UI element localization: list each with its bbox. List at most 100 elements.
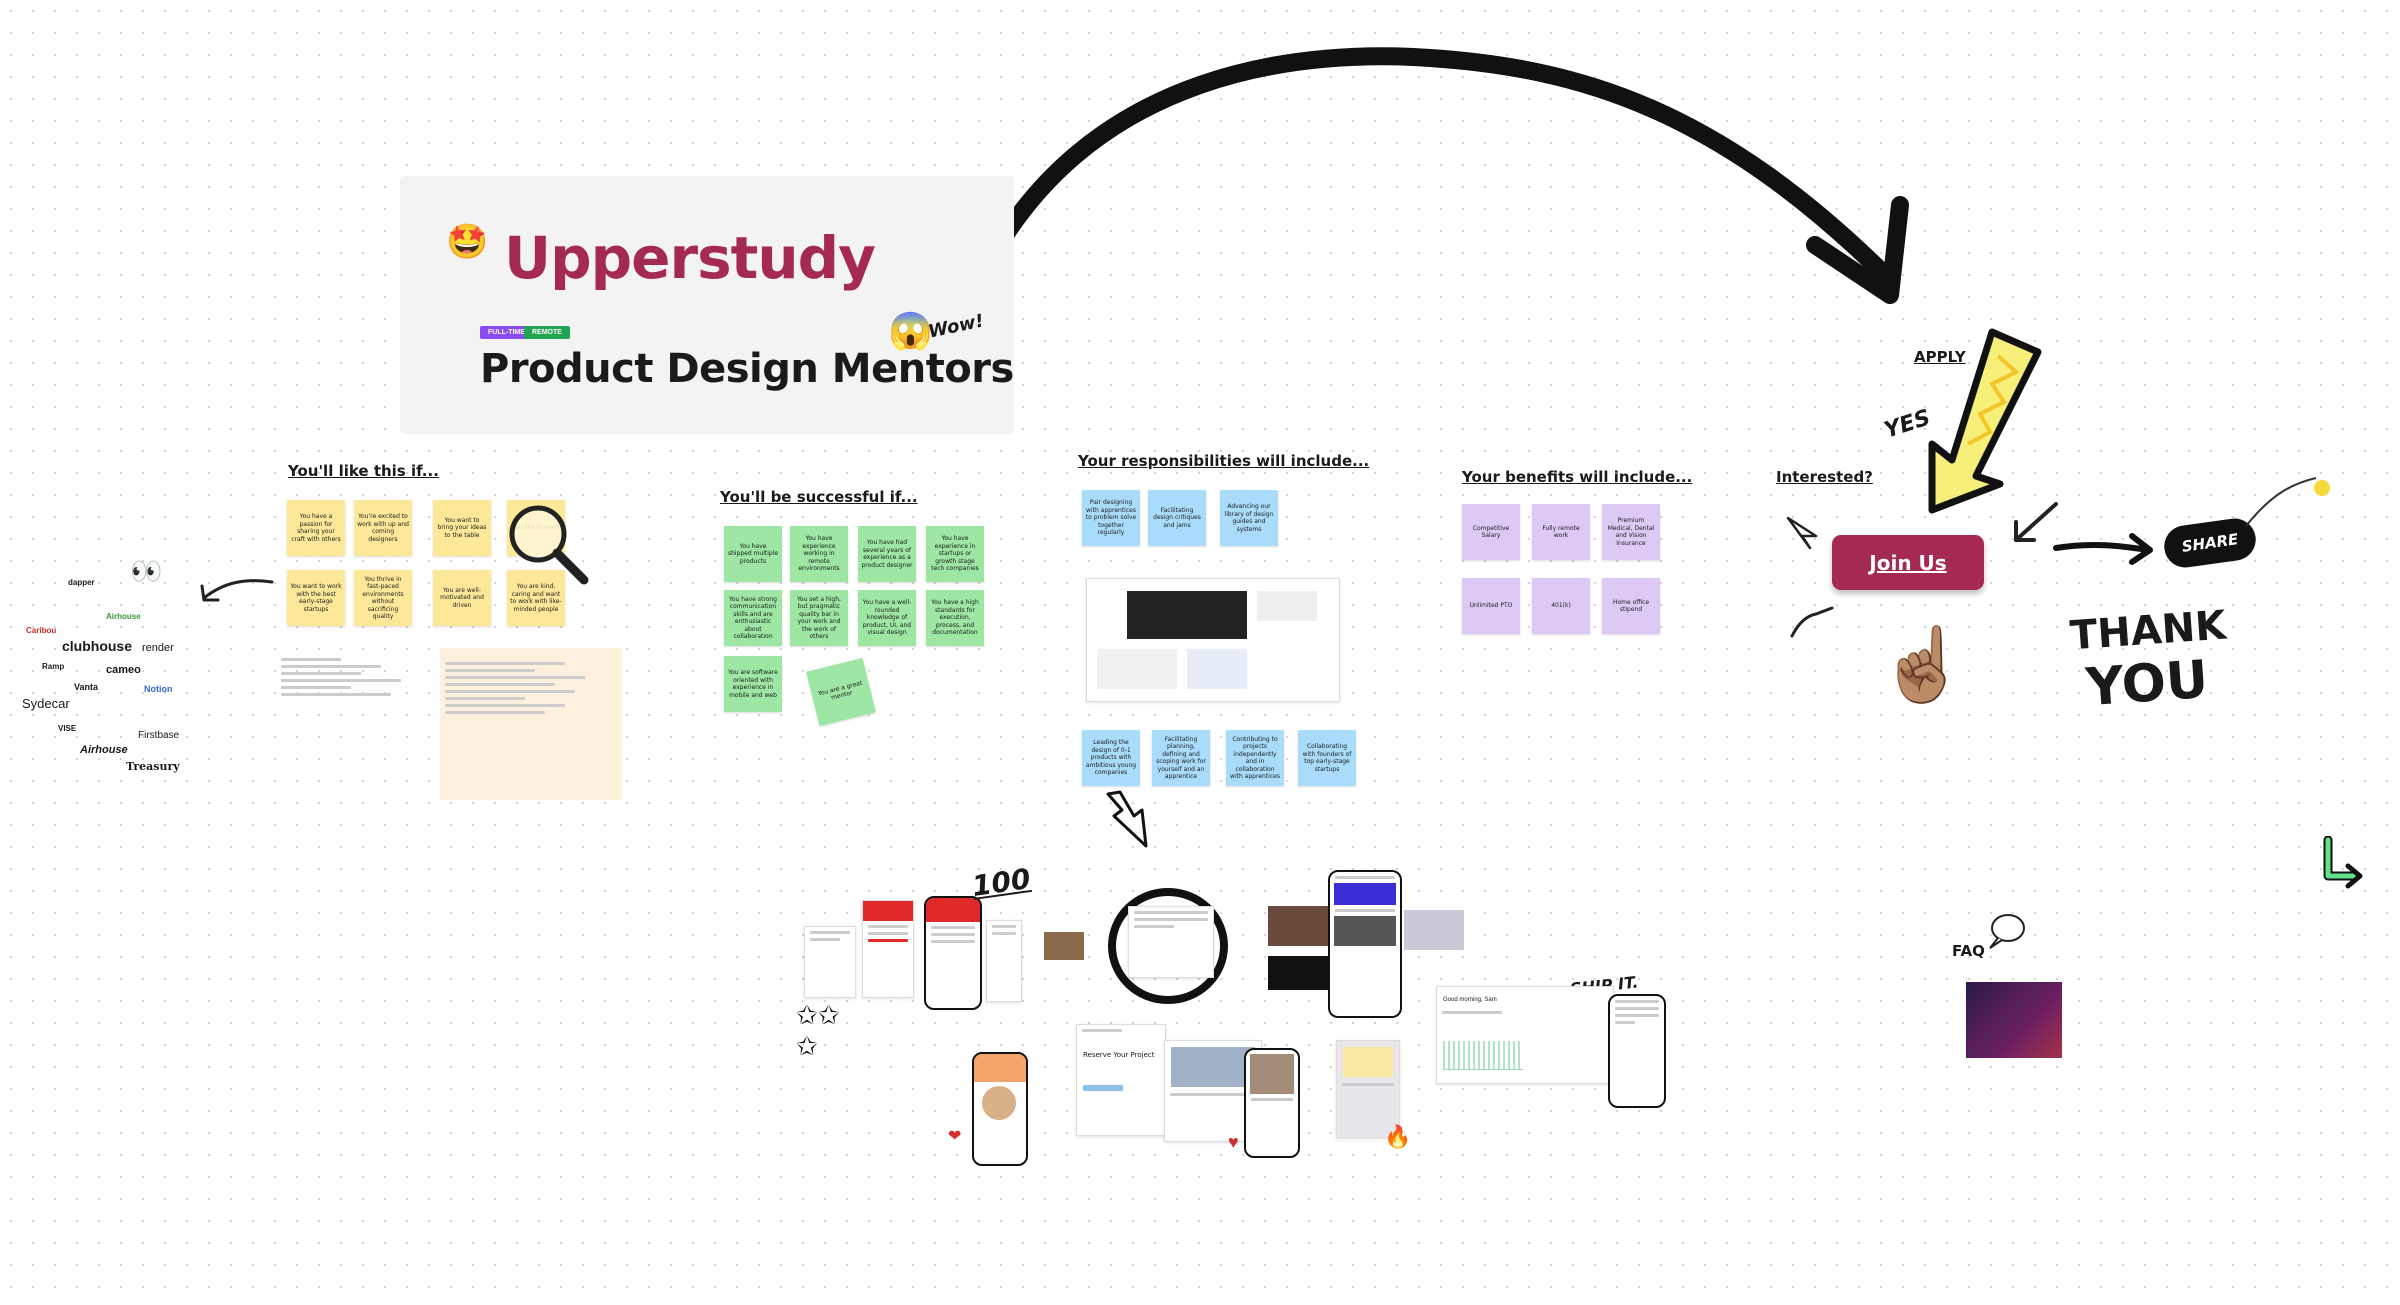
big-curved-arrow-icon: [966, 47, 1909, 304]
left-arrow-icon: [200, 579, 274, 602]
sticky-note[interactable]: You want to bring your ideas to the tabl…: [433, 500, 491, 556]
tag-full-time: FULL-TIME: [480, 326, 533, 339]
customer-logos: dapper Caribou Airhouse clubhouse render…: [0, 570, 200, 780]
sticky-note[interactable]: Fully remote work: [1532, 504, 1590, 560]
sticky-note[interactable]: Facilitating planning, defining and scop…: [1152, 730, 1210, 786]
faq-video-thumbnail[interactable]: [1966, 982, 2062, 1058]
section-heading-responsibilities: Your responsibilities will include...: [1078, 452, 1370, 470]
right-arrow-icon: [2053, 533, 2153, 565]
work-screenshot: [1128, 906, 1214, 978]
circle-doodle-icon: [1108, 888, 1228, 1004]
sticky-note[interactable]: You have had several years of experience…: [858, 526, 916, 582]
work-image: [1268, 906, 1328, 946]
speech-bubble-icon: [1989, 914, 2025, 949]
page-title: Product Design Mentors: [480, 346, 1014, 392]
small-arrow-icon: [2014, 502, 2058, 542]
section-heading-benefits: Your benefits will include...: [1462, 468, 1693, 486]
sticky-note[interactable]: You're excited to work with up and comin…: [354, 500, 412, 556]
apply-label: APPLY: [1914, 348, 1966, 366]
logo: dapper: [68, 578, 95, 587]
work-screenshot: [1336, 1040, 1400, 1138]
design-files-collage: [1086, 578, 1340, 702]
share-arrow-icon: [2245, 477, 2317, 527]
logo: Sydecar: [22, 696, 70, 711]
sticky-note[interactable]: You have strong communication skills and…: [724, 590, 782, 646]
chat-screenshots: [276, 654, 436, 754]
logo: render: [142, 642, 174, 654]
reserve-title: Reserve Your Project: [1083, 1051, 1155, 1059]
sticky-note[interactable]: You are software oriented with experienc…: [724, 656, 782, 712]
work-screenshot: Reserve Your Project: [1076, 1024, 1166, 1136]
phone-mockup: [972, 1052, 1028, 1166]
star-struck-emoji-icon: 🤩: [446, 223, 489, 261]
sticky-note[interactable]: You set a high, but pragmatic quality ba…: [790, 590, 848, 646]
logo: VISE: [58, 724, 77, 733]
screaming-face-emoji-icon: 😱: [888, 310, 933, 351]
dashboard-screenshot: Good morning, Sam: [1436, 986, 1614, 1084]
sticky-note[interactable]: Unlimited PTO: [1462, 578, 1520, 634]
thank-you-line2: YOU: [2084, 649, 2211, 719]
sticky-note[interactable]: Premium Medical, Dental and Vision Insur…: [1602, 504, 1660, 560]
join-us-button[interactable]: Join Us: [1832, 535, 1984, 590]
sticky-note[interactable]: You have experience in startups or growt…: [926, 526, 984, 582]
phone-mockup: [1328, 870, 1402, 1018]
sticky-note[interactable]: You thrive in fast-paced environments wi…: [354, 570, 412, 626]
magnifier-icon: [509, 505, 589, 585]
sticky-note[interactable]: Facilitating design critiques and jams: [1148, 490, 1206, 546]
work-showcase: 100 ✩✩✩ SHIP IT. ❤ Reserve Your Project …: [796, 860, 1680, 1180]
tag-remote: REMOTE: [524, 326, 570, 339]
lightning-arrow-icon: [1928, 328, 2042, 514]
work-screenshot: [862, 900, 914, 998]
stars-doodle-icon: ✩✩✩: [796, 1000, 840, 1061]
pointer-arrow-icon: [1786, 516, 1818, 550]
work-screenshot: [804, 926, 856, 998]
sticky-note[interactable]: You have shipped multiple products: [724, 526, 782, 582]
sticky-note[interactable]: You are well-motivated and driven: [433, 570, 491, 626]
sticky-note[interactable]: 401(k): [1532, 578, 1590, 634]
sticky-note[interactable]: You have a high standards for execution,…: [926, 590, 984, 646]
logo: Firstbase: [138, 730, 180, 741]
phone-mockup: [1608, 994, 1666, 1108]
logo: Ramp: [42, 662, 65, 671]
heart-doodle-icon: ♥: [1228, 1132, 1239, 1152]
work-image: [1268, 956, 1328, 990]
sticky-note[interactable]: You are kind, caring and want to work wi…: [507, 570, 565, 626]
sticky-note[interactable]: You have experience working in remote en…: [790, 526, 848, 582]
section-heading-interested: Interested?: [1776, 468, 1873, 486]
sticky-note[interactable]: You have a passion for sharing your craf…: [287, 500, 345, 556]
sticky-note[interactable]: Contributing to projects independently a…: [1226, 730, 1284, 786]
logo: Vanta: [74, 682, 99, 692]
down-arrow-icon: [1106, 790, 1148, 848]
logo: cameo: [106, 664, 141, 676]
sticky-note[interactable]: You are a great mentor: [806, 657, 876, 727]
work-image: [1044, 932, 1084, 960]
sticky-note[interactable]: Advancing our library of design guides a…: [1220, 490, 1278, 546]
logo: Airhouse: [80, 744, 128, 756]
work-screenshot: [986, 920, 1022, 1002]
sticky-note[interactable]: Competitive Salary: [1462, 504, 1520, 560]
logo: Caribou: [26, 626, 57, 635]
logo: Treasury: [126, 760, 180, 773]
phone-mockup: [1244, 1048, 1300, 1158]
logo: Airhouse: [106, 612, 141, 621]
faq-label: FAQ: [1952, 942, 1985, 960]
yellow-dot-icon: [2314, 480, 2330, 496]
work-image: [1404, 910, 1464, 950]
fire-emoji-icon: 🔥: [1384, 1124, 1412, 1149]
heart-icon: ❤: [948, 1128, 962, 1145]
sticky-note[interactable]: Home office stipend: [1602, 578, 1660, 634]
section-heading-like: You'll like this if...: [288, 462, 439, 480]
phone-mockup: [924, 896, 982, 1010]
slack-thread-panel: [440, 648, 622, 800]
curly-arrow-icon: [1790, 606, 1834, 638]
eyes-icon: 👀: [130, 556, 163, 586]
sticky-note[interactable]: You want to work with the best early-sta…: [287, 570, 345, 626]
logo: clubhouse: [62, 638, 133, 654]
sticky-note[interactable]: You have a well-rounded knowledge of pro…: [858, 590, 916, 646]
sticky-note[interactable]: Collaborating with founders of top early…: [1298, 730, 1356, 786]
sticky-note[interactable]: Leading the design of 0-1 products with …: [1082, 730, 1140, 786]
sticky-note[interactable]: Pair designing with apprentices to probl…: [1082, 490, 1140, 546]
title-card: 🤩 Upperstudy FULL-TIME REMOTE Product De…: [400, 176, 1014, 434]
hand-pointing-up-icon: ☝🏽: [1878, 625, 1968, 705]
dashboard-greeting: Good morning, Sam: [1443, 997, 1497, 1003]
